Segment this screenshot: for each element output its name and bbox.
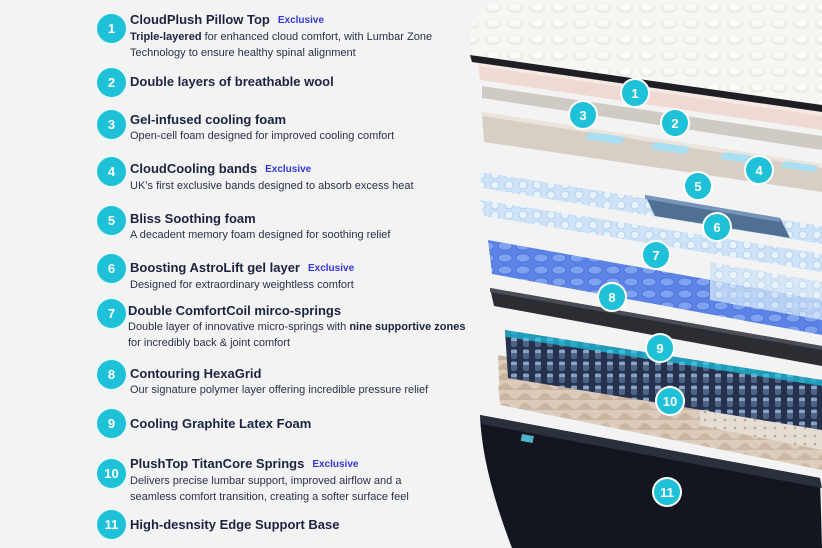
feature-description: A decadent memory foam designed for soot… (130, 229, 391, 241)
feature-number-badge: 8 (97, 360, 126, 389)
feature-description: Delivers precise lumbar support, improve… (130, 475, 409, 503)
layer-marker: 2 (660, 108, 690, 138)
layer-marker: 6 (702, 212, 732, 242)
layer-marker: 1 (620, 78, 650, 108)
feature-description: Designed for extraordinary weightless co… (130, 279, 354, 291)
layer-marker: 5 (683, 171, 713, 201)
feature-title: Contouring HexaGrid (130, 366, 262, 381)
feature-description: Double layer of innovative micro-springs… (128, 321, 466, 349)
layer-marker: 7 (641, 240, 671, 270)
layer-marker: 9 (645, 333, 675, 363)
feature-number-badge: 4 (97, 157, 126, 186)
feature-title: High-desnsity Edge Support Base (130, 517, 340, 532)
layer-marker: 11 (652, 477, 682, 507)
feature-number-badge: 1 (97, 14, 126, 43)
exclusive-tag: Exclusive (307, 263, 355, 274)
feature-number-badge: 5 (97, 206, 126, 235)
exclusive-tag: Exclusive (265, 164, 312, 175)
feature-title: Cooling Graphite Latex Foam (130, 416, 312, 431)
feature-number-badge: 10 (97, 459, 126, 488)
feature-title: Double layers of breathable wool (130, 74, 334, 89)
feature-number-badge: 7 (97, 299, 126, 328)
feature-title: Double ComfortCoil mirco-springs (128, 303, 342, 318)
feature-description: Our signature polymer layer offering inc… (130, 384, 429, 396)
exclusive-tag: Exclusive (277, 15, 325, 26)
feature-number-badge: 3 (97, 110, 126, 139)
feature-description: UK’s first exclusive bands designed to a… (130, 180, 414, 192)
feature-number-badge: 11 (97, 510, 126, 539)
mattress-exploded-illustration: 1 2 3 4 5 6 7 8 9 10 11 (460, 0, 822, 548)
feature-title: Gel-infused cooling foam (130, 112, 287, 127)
layer-marker: 8 (597, 282, 627, 312)
feature-number-badge: 6 (97, 254, 126, 283)
exclusive-tag: Exclusive (312, 459, 359, 470)
mattress-layers-graphic (469, 0, 822, 548)
layer-marker: 3 (568, 100, 598, 130)
feature-description: Open-cell foam designed for improved coo… (130, 130, 395, 142)
feature-title: Bliss Soothing foam (130, 211, 256, 226)
layer-marker: 10 (655, 386, 685, 416)
feature-description: Triple-layered for enhanced cloud comfor… (130, 31, 433, 59)
feature-number-badge: 2 (97, 68, 126, 97)
feature-number-badge: 9 (97, 409, 126, 438)
layer-marker: 4 (744, 155, 774, 185)
